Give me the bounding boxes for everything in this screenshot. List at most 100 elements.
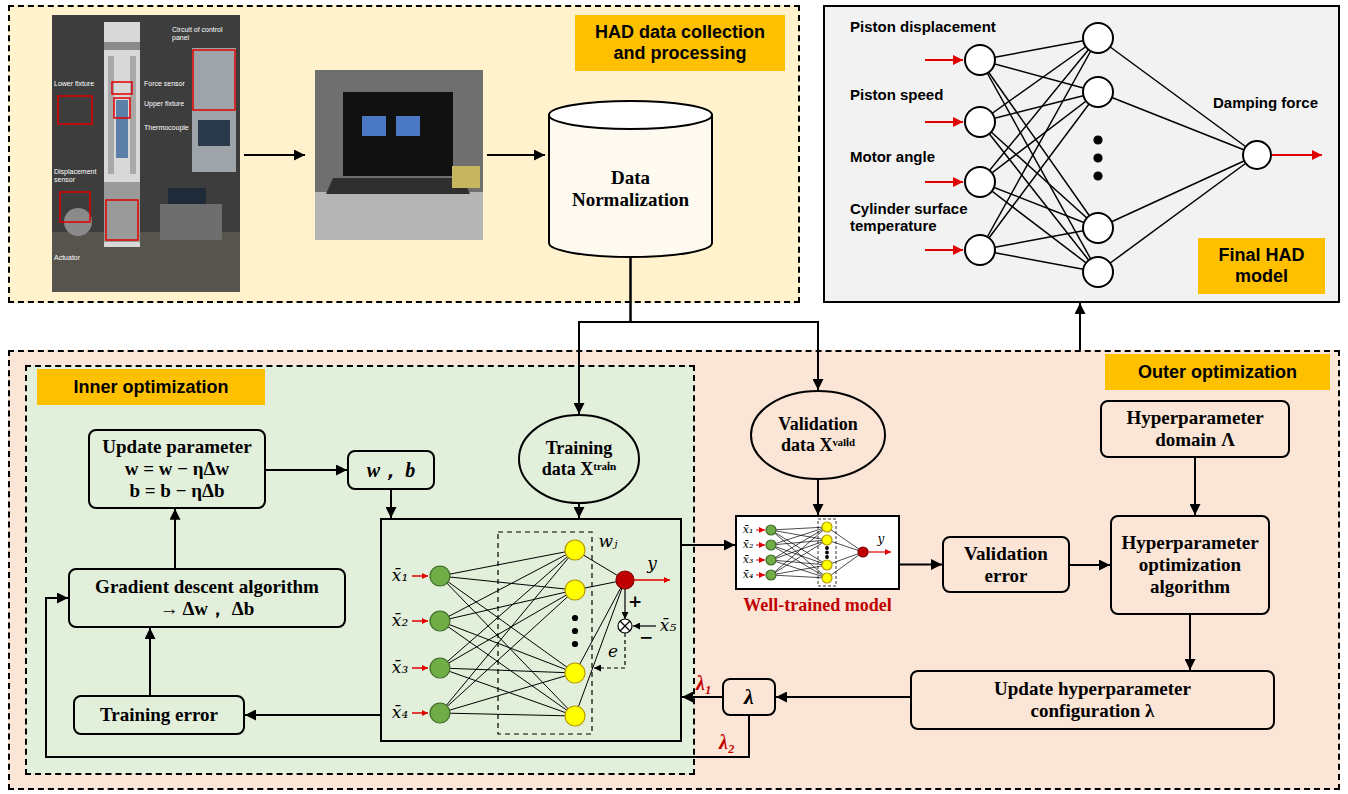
wire-line xyxy=(771,527,827,560)
process-box: Hyperparameter domain Λ xyxy=(1100,400,1290,458)
wire-line xyxy=(827,540,863,552)
node-text: w， b xyxy=(367,459,415,482)
wire-line xyxy=(980,250,1098,272)
variable-name: Piston displacement xyxy=(850,18,996,35)
text-holder: Well-trained model xyxy=(743,595,891,616)
wire-line xyxy=(440,590,575,668)
data-ellipse: Training data Xᵗʳᵃⁱⁿ xyxy=(518,414,640,504)
process-box: Update hyperparameter configuration λ xyxy=(910,670,1275,730)
input-arrow xyxy=(756,530,765,531)
wire-line xyxy=(440,576,575,716)
variable-label: x̄₃ xyxy=(743,554,754,567)
wire-line xyxy=(440,668,575,673)
hidden-neuron xyxy=(1083,77,1113,107)
test-rig-photo xyxy=(58,50,235,240)
hyperparameter-box: λ xyxy=(722,678,776,716)
cylinder-outline xyxy=(549,101,712,129)
variable-label: x̄₃ xyxy=(392,658,408,678)
wire-line xyxy=(980,38,1098,182)
test-rig-photo xyxy=(198,120,230,146)
test-rig-photo xyxy=(192,48,236,172)
section-tag: HAD data collection and processing xyxy=(575,15,785,71)
wire-line xyxy=(440,621,575,716)
test-rig-photo xyxy=(112,82,132,94)
laptop-photo xyxy=(315,70,483,240)
test-rig-photo xyxy=(108,56,114,174)
laptop-photo xyxy=(343,92,453,176)
wire-line xyxy=(980,60,1098,92)
node-body: w， b xyxy=(349,452,433,488)
photo-callout: Actuator xyxy=(54,254,80,262)
connector-arrow xyxy=(390,490,392,518)
wire-line xyxy=(771,527,827,545)
variable-label: x̄₅ xyxy=(660,616,676,636)
wire-line xyxy=(771,565,827,575)
wire-line xyxy=(440,668,575,716)
text-holder: x̄₂ xyxy=(392,611,408,631)
input-neuron xyxy=(965,235,995,265)
output-arrow xyxy=(634,579,670,581)
wire-line xyxy=(980,38,1098,60)
text-holder: − xyxy=(639,628,653,648)
variable-label: y xyxy=(647,554,657,574)
output-neuron xyxy=(616,571,634,589)
hidden-neuron xyxy=(822,522,832,532)
laptop-photo xyxy=(315,192,483,240)
node-text: Update hyperparameter configuration λ xyxy=(952,678,1233,722)
section-panel: Data Normalization HAD data collection an… xyxy=(8,5,800,303)
node-text: Hyperparameter domain Λ xyxy=(1110,407,1280,451)
connector-arrow xyxy=(776,696,910,698)
ellipsis-dot xyxy=(573,616,578,621)
variable-label: wⱼ xyxy=(598,532,617,552)
input-arrow xyxy=(412,667,428,669)
variable-label: x̄₂ xyxy=(392,611,408,631)
edge-label: λ₁ xyxy=(696,672,712,695)
input-neuron xyxy=(965,167,995,197)
node-text: Training data Xᵗʳᵃⁱⁿ xyxy=(535,438,623,479)
hidden-neuron xyxy=(1083,257,1113,287)
photo-callout: Force sensor xyxy=(144,80,185,88)
network-illustration xyxy=(925,23,1322,287)
node-text: b = b − ηΔb xyxy=(129,480,224,502)
connector-arrow xyxy=(1079,303,1081,350)
input-neuron xyxy=(766,525,776,535)
node-body: Hyperparameter optimization algorithm xyxy=(1112,517,1268,613)
output-arrow xyxy=(1272,154,1322,156)
output-arrow xyxy=(868,551,891,552)
node-body: λ xyxy=(724,680,774,714)
signal-line xyxy=(624,589,625,619)
section-title: Outer optimization xyxy=(1138,362,1297,383)
process-box: Hyperparameter optimization algorithm xyxy=(1110,515,1270,615)
photo-callout: Upper fixture xyxy=(144,100,184,108)
process-box: Update parameterw = w − ηΔwb = b − ηΔb xyxy=(88,429,266,509)
variable-label: e xyxy=(608,642,618,662)
database-cylinder: Data Normalization xyxy=(548,100,713,258)
wire-line xyxy=(980,228,1098,250)
text-holder: Displacement sensor xyxy=(54,168,102,184)
output-neuron xyxy=(858,547,868,557)
variable-label: − xyxy=(639,628,653,648)
section-panel: Update parameterw = w − ηΔwb = b − ηΔb w，… xyxy=(8,350,1340,790)
flow-arrow xyxy=(487,154,545,156)
input-arrow xyxy=(925,249,963,251)
input-neuron xyxy=(430,611,450,631)
photo-callout: Circuit of control panel xyxy=(172,26,236,42)
node-body: Update parameterw = w − ηΔwb = b − ηΔb xyxy=(90,431,264,507)
text-holder: Actuator xyxy=(54,254,80,262)
input-arrow xyxy=(412,712,428,714)
neural-network-sketch xyxy=(756,519,891,586)
node-text: w = w − ηΔw xyxy=(125,458,230,480)
network-box: x̄₁x̄₂x̄₃x̄₄yWell-trained model xyxy=(735,515,900,590)
wire-line xyxy=(440,590,575,713)
text-holder: wⱼ xyxy=(598,532,617,552)
wire-line xyxy=(440,713,575,716)
text-holder: x̄₄ xyxy=(743,569,754,582)
signal-line xyxy=(633,625,656,626)
text-holder: x̄₁ xyxy=(392,566,408,586)
node-text: Update parameter xyxy=(102,436,251,458)
section-tag: Inner optimization xyxy=(37,369,265,405)
test-rig-photo xyxy=(193,50,235,110)
text-holder: λ₂ xyxy=(719,731,735,754)
text-holder: Circuit of control panel xyxy=(172,26,236,42)
input-arrow xyxy=(756,575,765,576)
